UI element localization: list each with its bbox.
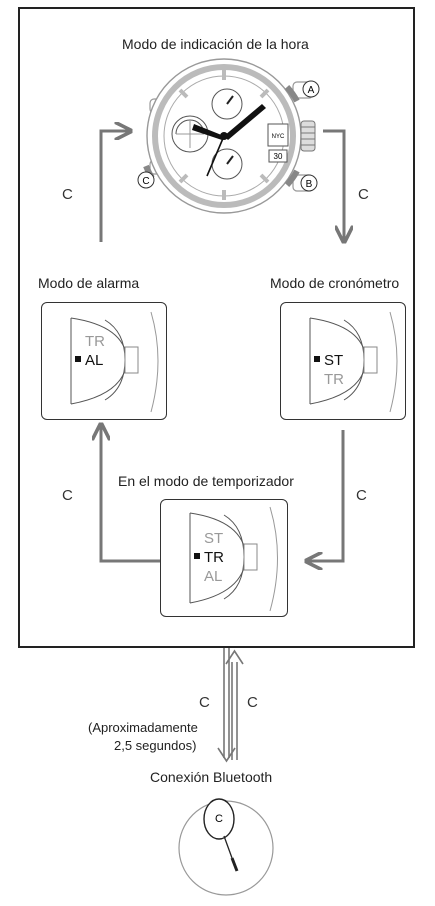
button-a-label: A	[308, 85, 315, 96]
bluetooth-button-c-label: C	[215, 813, 223, 825]
approx-line-1: (Aproximadamente	[88, 720, 198, 735]
alarm-indicator-tr: TR	[85, 333, 105, 350]
arrow-stopwatch-to-timer	[308, 430, 345, 561]
arrow-label-c: C	[247, 694, 258, 711]
stopwatch-mode-title: Modo de cronómetro	[270, 275, 400, 291]
mode-diagram-frame	[18, 7, 415, 648]
timer-indicator-st: ST	[204, 530, 223, 547]
alarm-mode-title: Modo de alarma	[38, 275, 140, 291]
arrow-label-c: C	[358, 186, 369, 203]
alarm-mode-panel: TR AL	[41, 302, 167, 420]
alarm-indicator-al: AL	[85, 352, 103, 369]
timer-indicator-tr: TR	[204, 549, 224, 566]
button-c-label: C	[142, 176, 149, 187]
arrow-label-c: C	[199, 694, 210, 711]
stopwatch-mode-panel: ST TR	[280, 302, 406, 420]
button-b-label: B	[306, 179, 313, 190]
arrow-timer-to-alarm	[101, 426, 160, 563]
city-window: NYC	[272, 134, 285, 140]
timekeeping-mode-title: Modo de indicación de la hora	[122, 36, 309, 52]
timer-mode-panel: ST TR AL	[160, 499, 288, 617]
timer-indicator-al: AL	[204, 568, 222, 585]
arrow-label-c: C	[62, 487, 73, 504]
approx-line-2: 2,5 segundos)	[114, 738, 197, 753]
arrow-alarm-to-timekeeping	[99, 131, 129, 242]
arrow-timekeeping-to-stopwatch	[323, 129, 344, 240]
stopwatch-indicator-st: ST	[324, 352, 343, 369]
arrow-label-c: C	[356, 487, 367, 504]
stopwatch-indicator-tr: TR	[324, 371, 344, 388]
timer-mode-title: En el modo de temporizador	[118, 473, 294, 489]
arrow-label-c: C	[62, 186, 73, 203]
date-window: 30	[274, 152, 283, 161]
bluetooth-connection-title: Conexión Bluetooth	[150, 769, 273, 785]
